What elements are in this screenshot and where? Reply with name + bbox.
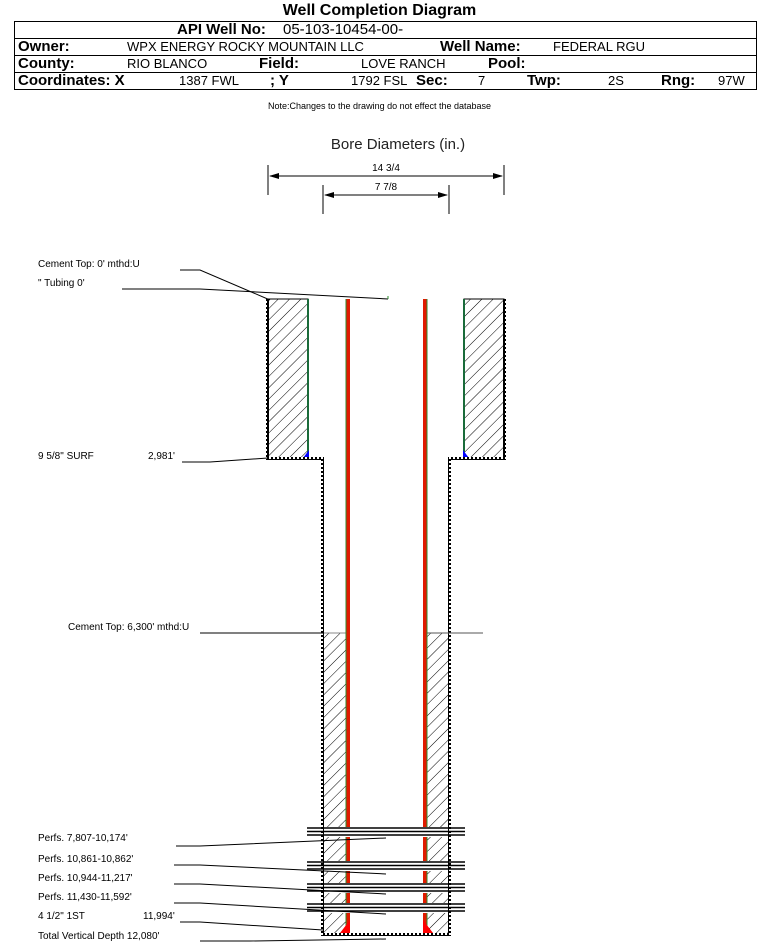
- header-row-owner: Owner: WPX ENERGY ROCKY MOUNTAIN LLC Wel…: [15, 39, 756, 56]
- label-production-casing: 4 1/2" 1ST: [38, 911, 85, 922]
- label-perf-4: Perfs. 11,430-11,592': [38, 892, 132, 903]
- county-value: RIO BLANCO: [127, 56, 208, 71]
- tubing-right: [423, 299, 428, 933]
- label-perf-3: Perfs. 10,944-11,217': [38, 873, 133, 884]
- well-name-label: Well Name:: [440, 38, 521, 55]
- pool-label: Pool:: [488, 55, 526, 72]
- diagram-title: Well Completion Diagram: [282, 2, 477, 19]
- leader-production-casing: [180, 921, 324, 931]
- bore-dimension-outer: 14 3/4: [267, 163, 505, 195]
- label-tubing: " Tubing 0': [38, 278, 85, 289]
- tubing-left: [345, 299, 350, 933]
- coordinates-label: Coordinates: X: [18, 72, 125, 89]
- leader-total-depth: [200, 938, 387, 942]
- rng-value: 97W: [718, 73, 745, 88]
- production-hole-bottom: [321, 933, 451, 936]
- bore-diameter-inner-label: 7 7/8: [375, 182, 398, 193]
- field-value: LOVE RANCH: [361, 56, 446, 71]
- x-value: 1387 FWL: [179, 73, 239, 88]
- leader-perf-2: [174, 864, 387, 875]
- leader-surface-casing: [182, 457, 269, 463]
- perforation-band: [307, 903, 465, 913]
- label-perf-2: Perfs. 10,861-10,862': [38, 854, 133, 865]
- surface-casing-shoe-right: [463, 450, 469, 458]
- leader-perf-4: [174, 902, 387, 915]
- leader-tubing: [122, 288, 389, 300]
- production-casing-shoe-right: [423, 920, 433, 933]
- y-value: 1792 FSL: [351, 73, 408, 88]
- header-row-api: API Well No: 05-103-10454-00-: [15, 22, 756, 39]
- api-label: API Well No:: [177, 21, 266, 38]
- production-hole-right-wall: [448, 458, 451, 936]
- label-surface-casing: 9 5/8" SURF: [38, 451, 94, 462]
- label-perf-1: Perfs. 7,807-10,174': [38, 833, 128, 844]
- field-label: Field:: [259, 55, 299, 72]
- sec-label: Sec:: [416, 72, 448, 89]
- surface-casing-shoe-left: [303, 450, 309, 458]
- perforation-band: [307, 861, 465, 871]
- label-cement-top-1: Cement Top: 0' mthd:U: [38, 259, 140, 270]
- header-row-county: County: RIO BLANCO Field: LOVE RANCH Poo…: [15, 56, 756, 73]
- twp-value: 2S: [608, 73, 624, 88]
- twp-label: Twp:: [527, 72, 561, 89]
- surface-shoe-ledge-left: [266, 457, 324, 460]
- rng-label: Rng:: [661, 72, 696, 89]
- y-label: ; Y: [270, 72, 289, 89]
- production-hole-left-wall: [321, 458, 324, 936]
- surface-shoe-ledge-right: [448, 457, 506, 460]
- leader-cement-top-1: [180, 269, 271, 301]
- owner-label: Owner:: [18, 38, 70, 55]
- surface-cement-left: [266, 298, 309, 460]
- label-cement-top-2: Cement Top: 6,300' mthd:U: [68, 622, 189, 633]
- production-casing-shoe-left: [340, 920, 350, 933]
- well-header-table: API Well No: 05-103-10454-00- Owner: WPX…: [14, 21, 757, 90]
- api-value: 05-103-10454-00-: [283, 21, 404, 38]
- label-total-depth: Total Vertical Depth 12,080': [38, 931, 160, 942]
- well-name-value: FEDERAL RGU: [553, 39, 645, 54]
- sec-value: 7: [478, 73, 486, 88]
- label-surface-casing-depth: 2,981': [148, 451, 175, 462]
- label-production-casing-depth: 11,994': [143, 911, 175, 922]
- perforation-band: [307, 827, 465, 837]
- leader-perf-1: [176, 837, 387, 847]
- header-row-coordinates: Coordinates: X 1387 FWL ; Y 1792 FSL Sec…: [15, 73, 756, 89]
- leader-perf-3: [174, 883, 387, 895]
- county-label: County:: [18, 55, 75, 72]
- production-cement-right: [425, 633, 448, 933]
- database-note: Note:Changes to the drawing do not effec…: [268, 101, 491, 111]
- production-cement-left: [324, 633, 347, 933]
- bore-diameters-title: Bore Diameters (in.): [331, 136, 465, 153]
- bore-dimension-inner: 7 7/8: [322, 182, 450, 214]
- surface-cement-right: [463, 298, 506, 460]
- owner-value: WPX ENERGY ROCKY MOUNTAIN LLC: [127, 39, 364, 54]
- bore-diameter-outer-label: 14 3/4: [372, 163, 400, 174]
